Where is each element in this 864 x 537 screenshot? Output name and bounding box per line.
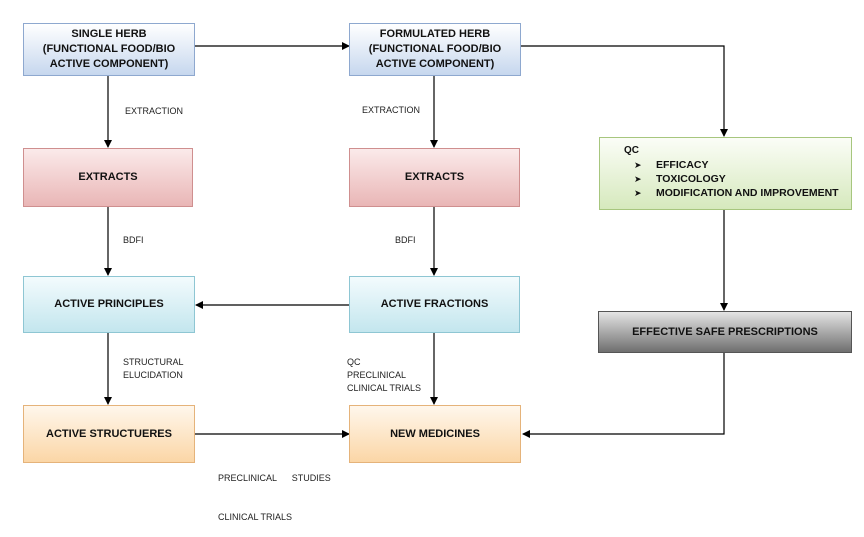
extraction-left-label: EXTRACTION bbox=[125, 106, 184, 116]
new-medicines-label: NEW MEDICINES bbox=[390, 427, 480, 440]
formulated-herb-line-1: FORMULATED HERB bbox=[379, 28, 491, 40]
formulated-herb-box: FORMULATED HERB (FUNCTIONAL FOOD/BIO ACT… bbox=[349, 23, 521, 76]
formulated-herb-line-3: ACTIVE COMPONENT) bbox=[375, 58, 495, 70]
qc-item-efficacy: ➤ EFFICACY bbox=[634, 158, 839, 172]
extracts-mid-box: EXTRACTS bbox=[349, 148, 520, 207]
arrow-prescriptions-to-medicines bbox=[522, 353, 725, 438]
qc-item-toxicology: ➤ TOXICOLOGY bbox=[634, 172, 839, 186]
qc-trials-label: QC PRECLINICAL CLINICAL TRIALS bbox=[347, 356, 421, 395]
qc-box: QC ➤ EFFICACY ➤ TOXICOLOGY ➤ MODIFICATION A… bbox=[599, 137, 852, 210]
qc-trials-line-3: CLINICAL TRIALS bbox=[347, 383, 422, 393]
active-fractions-label: ACTIVE FRACTIONS bbox=[380, 298, 489, 310]
formulated-herb-line-2: (FUNCTIONAL FOOD/BIO bbox=[368, 43, 502, 55]
preclinical-studies-label: PRECLINICAL STUDIES CLINICAL TRIALS bbox=[218, 446, 331, 537]
extraction-mid-label: EXTRACTION bbox=[362, 105, 421, 115]
bdfi-left-label: BDFI bbox=[123, 235, 144, 245]
single-herb-line-2: (FUNCTIONAL FOOD/BIO bbox=[42, 43, 176, 55]
arrow-bullet-icon: ➤ bbox=[634, 188, 642, 198]
active-structures-label: ACTIVE STRUCTUERES bbox=[46, 427, 172, 440]
connector-arrows bbox=[104, 42, 728, 438]
structural-line-1: STRUCTURAL bbox=[123, 357, 184, 367]
structural-elucidation-label: STRUCTURAL ELUCIDATION bbox=[123, 356, 184, 382]
single-herb-line-3: ACTIVE COMPONENT) bbox=[49, 58, 169, 70]
qc-item-label: EFFICACY bbox=[656, 159, 709, 171]
arrow-formulated-to-qc bbox=[521, 45, 728, 137]
single-herb-line-1: SINGLE HERB bbox=[71, 28, 147, 40]
qc-item-label: MODIFICATION AND IMPROVEMENT bbox=[656, 187, 839, 199]
preclinical-line-1: PRECLINICAL STUDIES bbox=[218, 473, 331, 483]
qc-item-label: TOXICOLOGY bbox=[656, 173, 726, 185]
new-medicines-box: NEW MEDICINES bbox=[349, 405, 521, 463]
effective-safe-prescriptions-box: EFFECTIVE SAFE PRESCRIPTIONS bbox=[598, 311, 852, 353]
qc-list: ➤ EFFICACY ➤ TOXICOLOGY ➤ MODIFICATION AND … bbox=[634, 158, 839, 200]
active-principles-label: ACTIVE PRINCIPLES bbox=[54, 298, 164, 310]
arrow-bullet-icon: ➤ bbox=[634, 160, 642, 170]
qc-trials-line-1: QC bbox=[347, 357, 361, 367]
bdfi-mid-label: BDFI bbox=[395, 235, 416, 245]
qc-trials-line-2: PRECLINICAL bbox=[347, 370, 407, 380]
arrow-bullet-icon: ➤ bbox=[634, 174, 642, 184]
effective-safe-prescriptions-label: EFFECTIVE SAFE PRESCRIPTIONS bbox=[632, 325, 818, 338]
qc-title: QC bbox=[624, 145, 639, 156]
active-fractions-box: ACTIVE FRACTIONS bbox=[349, 276, 520, 333]
preclinical-line-2: CLINICAL TRIALS bbox=[218, 512, 293, 522]
extracts-left-box: EXTRACTS bbox=[23, 148, 193, 207]
extracts-left-label: EXTRACTS bbox=[78, 171, 138, 183]
structural-line-2: ELUCIDATION bbox=[123, 370, 183, 380]
single-herb-box: SINGLE HERB (FUNCTIONAL FOOD/BIO ACTIVE … bbox=[23, 23, 195, 76]
active-principles-box: ACTIVE PRINCIPLES bbox=[23, 276, 195, 333]
extracts-mid-label: EXTRACTS bbox=[404, 171, 465, 183]
active-structures-box: ACTIVE STRUCTUERES bbox=[23, 405, 195, 463]
qc-item-modification: ➤ MODIFICATION AND IMPROVEMENT bbox=[634, 186, 839, 200]
